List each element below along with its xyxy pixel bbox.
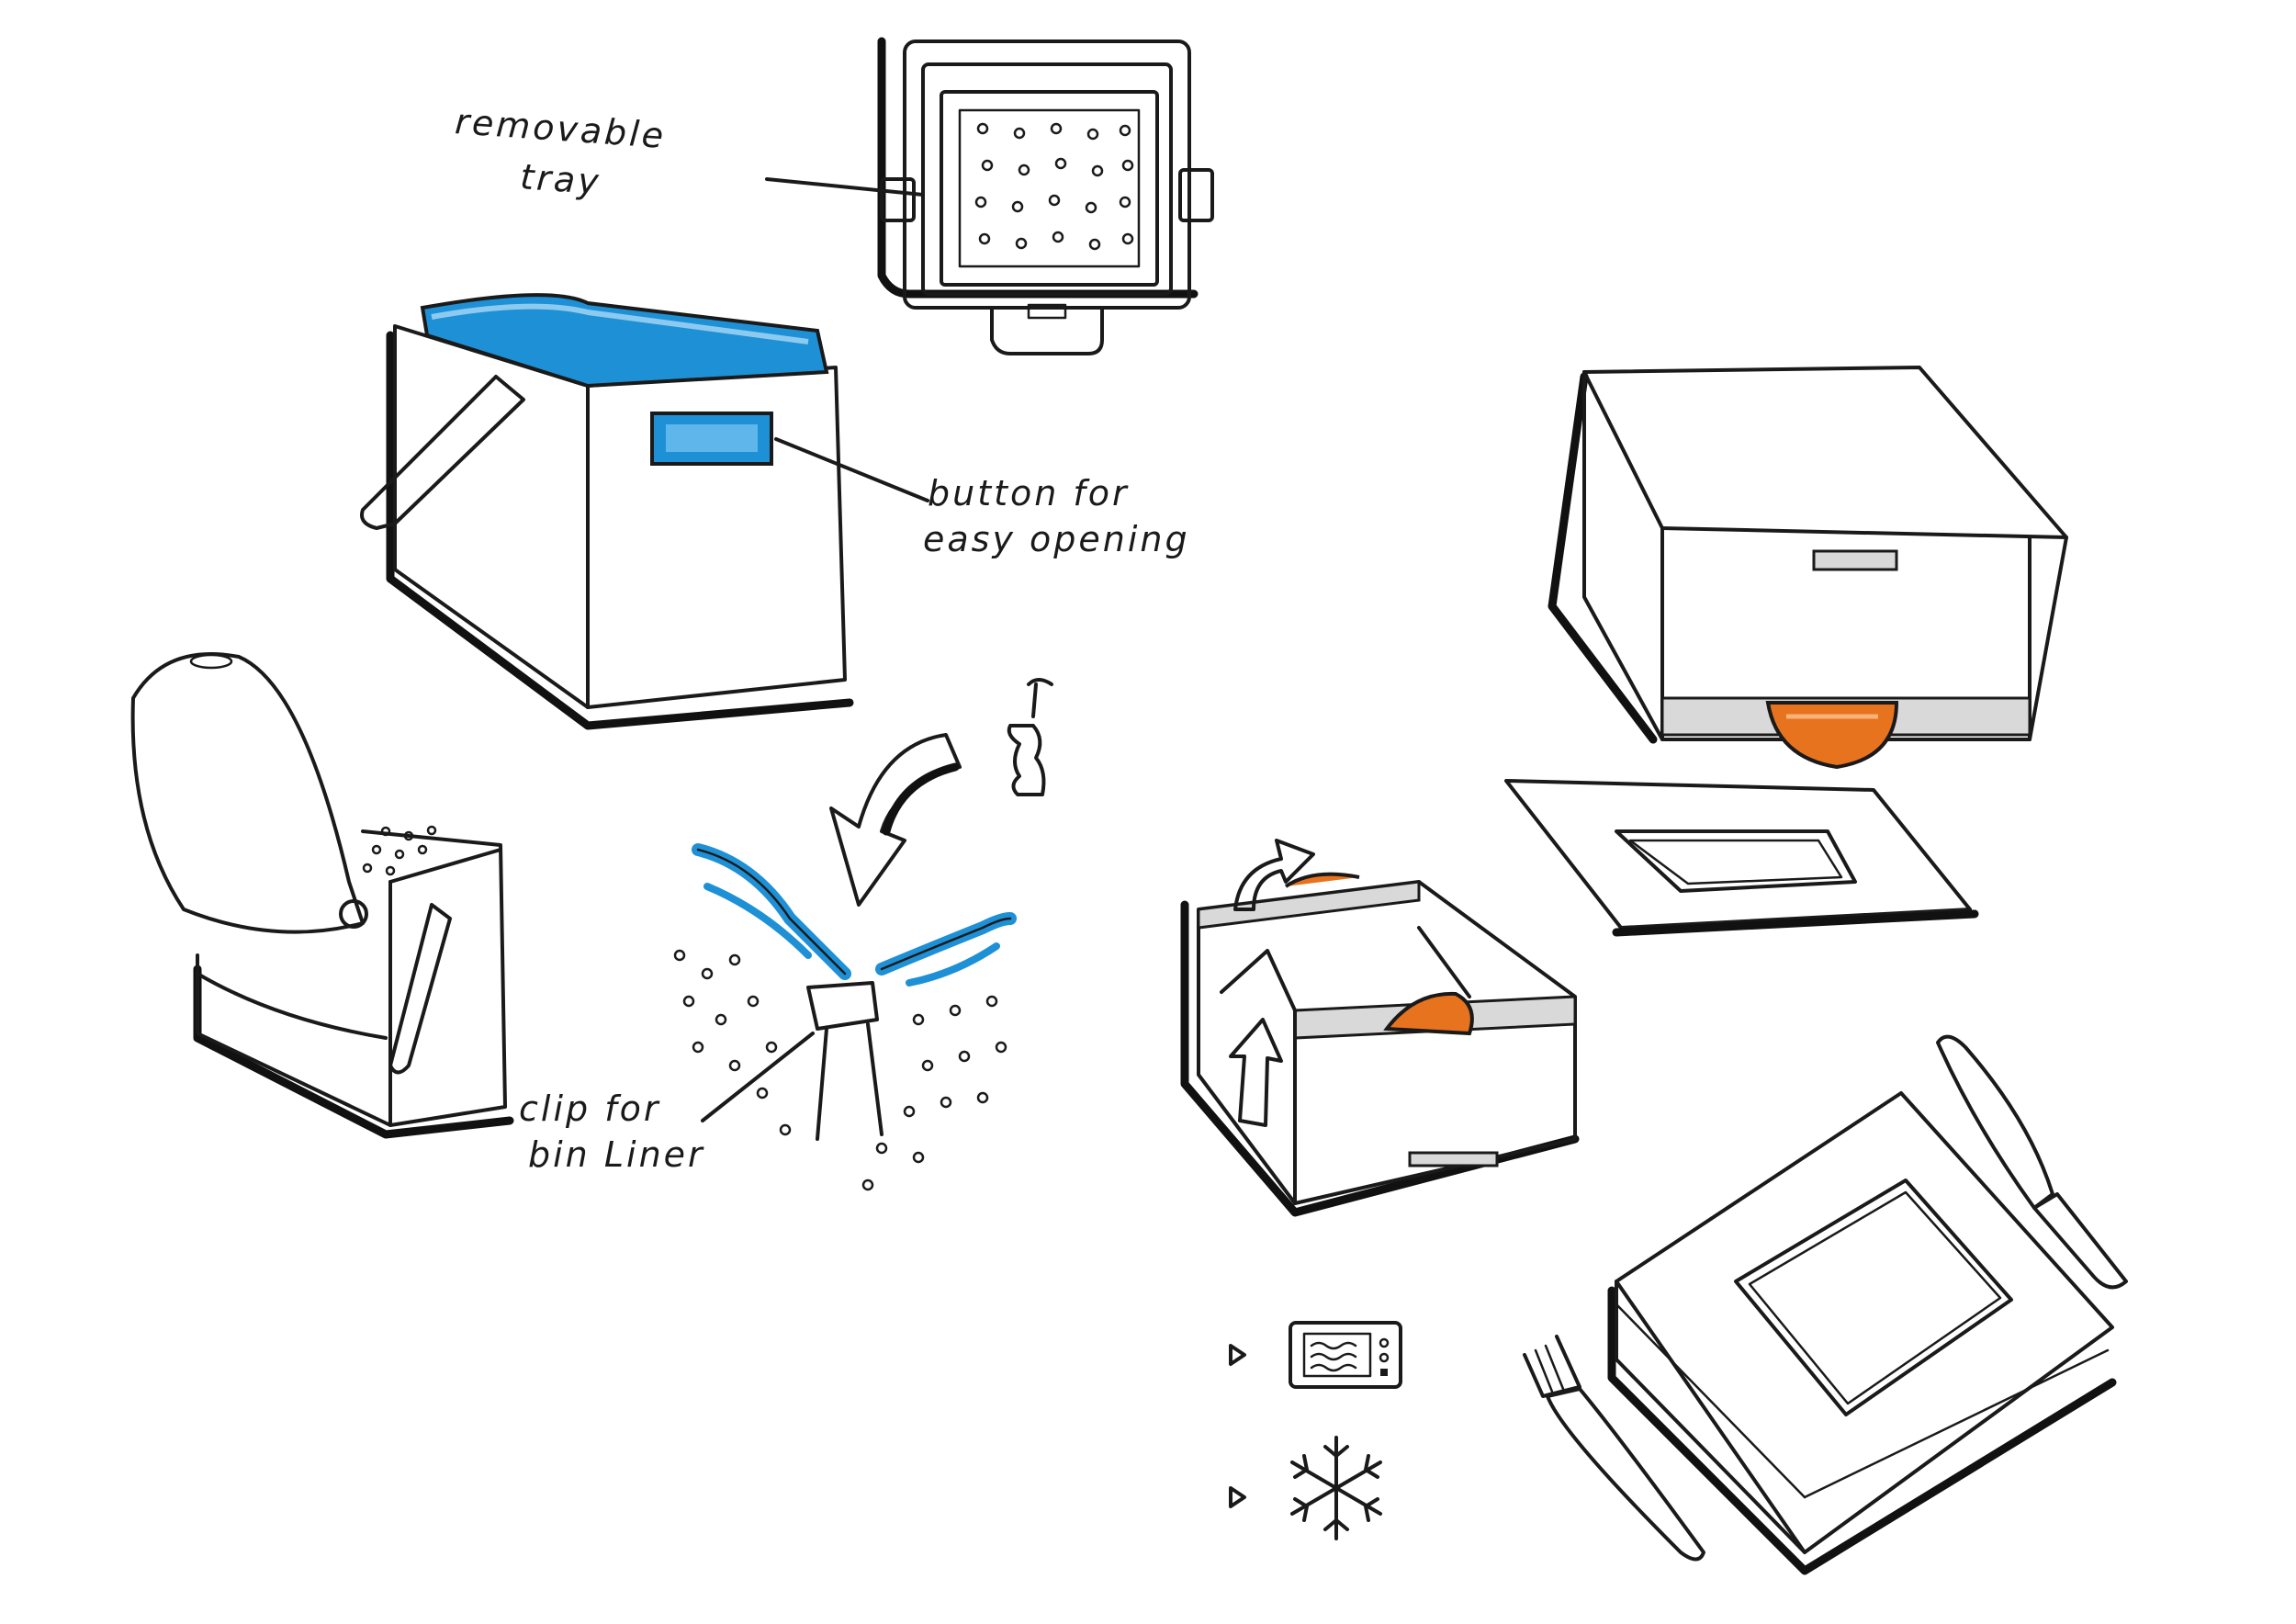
tray-leader-line (765, 177, 925, 197)
removable-tray-label: removable tray (450, 101, 681, 208)
closed-bin-sketch (360, 293, 929, 730)
apple-core-icon (1007, 678, 1053, 796)
knife-icon (1936, 1034, 2128, 1290)
removable-tray-sketch (765, 37, 1214, 355)
button-easy-opening-label: button for easy opening (923, 473, 1190, 559)
meal-tray-sketch (1607, 1091, 2117, 1575)
microwave-icon (1229, 1321, 1402, 1389)
open-food-box-sketch (1180, 839, 1580, 1217)
snowflake-icon (1229, 1436, 1382, 1540)
clip-leader-line (701, 1032, 815, 1122)
bin-liner-clip-sketch (673, 843, 1017, 1191)
closed-food-box-sketch (1548, 366, 2068, 770)
open-bin-sketch (130, 652, 514, 1139)
button-leader-line (774, 437, 929, 502)
tray-holes (974, 122, 1134, 251)
plate-sketch (1504, 779, 1979, 937)
arrow-icon (829, 733, 962, 907)
fork-icon (1523, 1335, 1705, 1562)
clip-bin-liner-label: clip for bin Liner (519, 1088, 705, 1175)
